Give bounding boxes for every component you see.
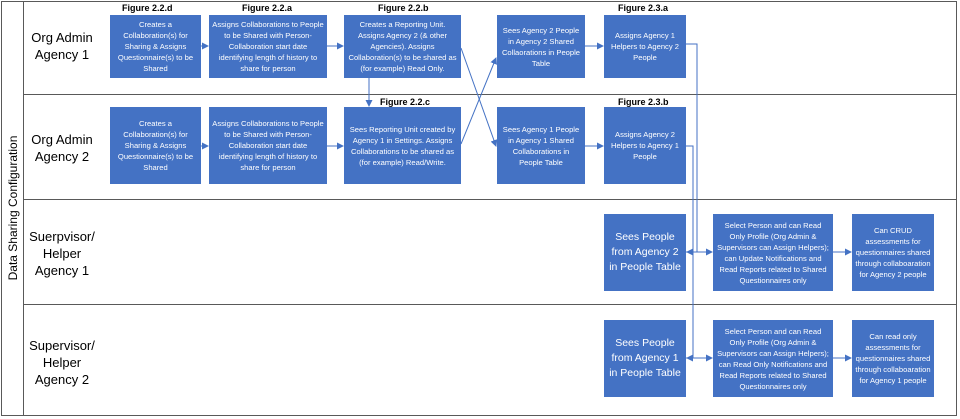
lane-helper-agency-1: Suerpvisor/ Helper Agency 1 (23, 199, 956, 305)
lane-label-org-admin-agency-1: Org Admin Agency 1 (31, 30, 93, 62)
figure-label-2-2-a: Figure 2.2.a (242, 3, 293, 13)
box-a1-sees-agency-2-people: Sees Agency 2 People in Agency 2 Shared … (497, 15, 585, 78)
box-a2-sees-agency-1-people: Sees Agency 1 People in Agency 1 Shared … (497, 107, 585, 184)
lane-label-org-admin-agency-2: Org Admin Agency 2 (31, 132, 93, 164)
box-a1-create-reporting-unit: Creates a Reporting Unit. Assigns Agency… (344, 15, 461, 78)
lane-org-admin-agency-1: Org Admin Agency 1 (23, 2, 956, 95)
box-h1-sees-people: Sees People from Agency 2 in People Tabl… (604, 214, 686, 291)
lane-org-admin-agency-2: Org Admin Agency 2 (23, 94, 956, 200)
box-h1-select-person: Select Person and can Read Only Profile … (713, 214, 833, 291)
arrow-a1-helpers-to-h1 (686, 43, 698, 256)
box-h2-select-person: Select Person and can Read Only Profile … (713, 320, 833, 397)
box-h2-sees-people: Sees People from Agency 1 in People Tabl… (604, 320, 686, 397)
box-a2-assign-helpers: Assigns Agency 2 Helpers to Agency 1 Peo… (604, 107, 686, 184)
arrow-a2-reporting-to-a1-sees (460, 57, 497, 145)
figure-label-2-2-d: Figure 2.2.d (122, 3, 173, 13)
box-a1-assign-helpers: Assigns Agency 1 Helpers to Agency 2 Peo… (604, 15, 686, 78)
box-h2-read-assessments: Can read only assessments for questionna… (852, 320, 934, 397)
box-h1-crud-assessments: Can CRUD assessments for questionnaires … (852, 214, 934, 291)
figure-label-2-3-b: Figure 2.3.b (618, 97, 669, 107)
figure-label-2-2-c: Figure 2.2.c (380, 97, 431, 107)
box-a2-create-collaboration: Creates a Collaboration(s) for Sharing &… (110, 107, 201, 184)
figure-label-2-2-b: Figure 2.2.b (378, 3, 429, 13)
lane-label-helper-agency-2: Supervisor/ Helper Agency 2 (29, 338, 95, 387)
lane-helper-agency-2: Supervisor/ Helper Agency 2 (23, 304, 956, 415)
box-a2-assign-collaborations: Assigns Collaborations to People to be S… (209, 107, 327, 184)
box-a1-create-collaboration: Creates a Collaboration(s) for Sharing &… (110, 15, 201, 78)
figure-label-2-3-a: Figure 2.3.a (618, 3, 669, 13)
arrow-reporting-to-a2-sees (460, 47, 498, 147)
lane-label-helper-agency-1: Suerpvisor/ Helper Agency 1 (29, 229, 95, 278)
box-a1-assign-collaborations: Assigns Collaborations to People to be S… (209, 15, 327, 78)
box-a2-sees-reporting-unit: Sees Reporting Unit created by Agency 1 … (344, 107, 461, 184)
